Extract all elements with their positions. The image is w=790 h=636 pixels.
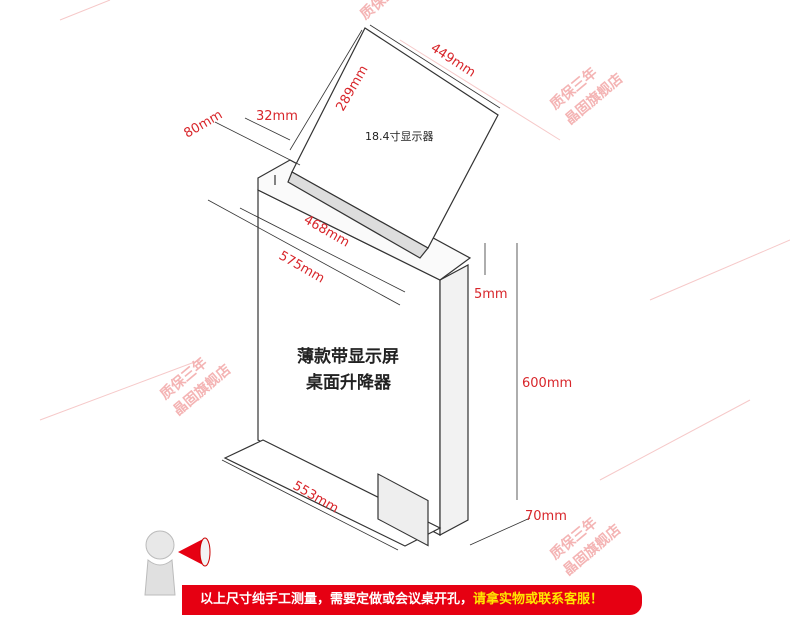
dimension-lines (207, 24, 531, 551)
screen-label: 18.4寸显示器 (365, 129, 434, 143)
title-line1: 薄款带显示屏 (297, 346, 399, 367)
dim-80: 80mm (182, 108, 226, 142)
dim-70: 70mm (525, 509, 567, 524)
megaphone-figure-icon (144, 530, 211, 596)
notice-text: 以上尺寸纯手工测量，需要定做或会议桌开孔， (200, 592, 474, 607)
notice-highlight: 请拿实物或联系客服！ (473, 592, 604, 607)
notice-banner: 以上尺寸纯手工测量，需要定做或会议桌开孔，请拿实物或联系客服！ (182, 585, 642, 615)
dim-32: 32mm (256, 109, 298, 124)
dim-600: 600mm (522, 376, 572, 391)
cabinet (223, 27, 499, 547)
title-line2: 桌面升降器 (306, 372, 392, 393)
dim-5: 5mm (474, 287, 508, 302)
svg-text:质保三年: 质保三年 (357, 0, 411, 23)
watermark-lines (39, 0, 790, 481)
